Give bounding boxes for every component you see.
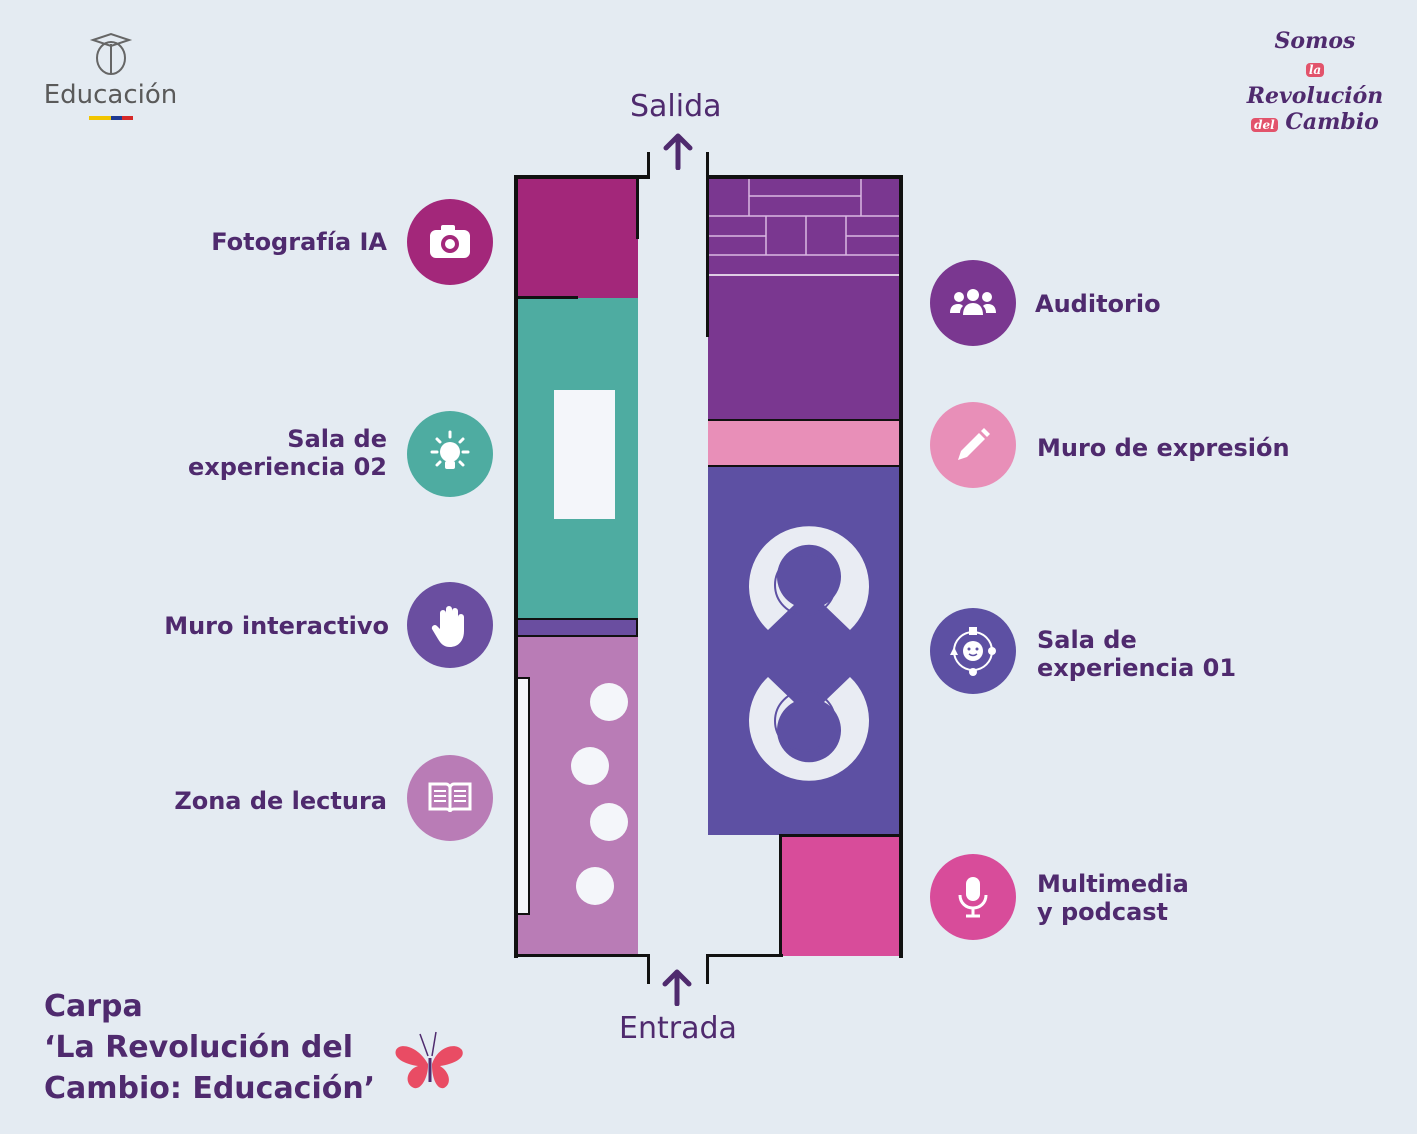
label-zona-lectura: Zona de lectura — [174, 787, 387, 815]
room-multimedia-podcast — [781, 835, 901, 956]
entrance-arrow-icon — [662, 969, 692, 1006]
label-auditorio: Auditorio — [1035, 290, 1161, 318]
room-sala-experiencia-02 — [516, 298, 638, 618]
label-muro-interactivo: Muro interactivo — [164, 612, 389, 640]
exit-label: Salida — [630, 89, 722, 124]
entrance-label: Entrada — [619, 1011, 737, 1046]
room-sala-experiencia-01 — [708, 467, 901, 835]
microphone-icon — [930, 854, 1016, 940]
room-muro-interactivo — [516, 618, 638, 637]
smiley-network-icon — [930, 608, 1016, 694]
butterfly-icon — [395, 1031, 463, 1089]
label-muro-expresion: Muro de expresión — [1037, 434, 1290, 462]
room-fotografia-ia — [516, 177, 638, 298]
people-icon — [930, 260, 1016, 346]
ministry-name: Educación — [43, 80, 178, 110]
label-fotografia-ia: Fotografía IA — [211, 228, 387, 256]
room-muro-expresion — [708, 419, 901, 467]
coat-of-arms-icon — [89, 32, 132, 75]
room-auditorio — [708, 177, 901, 419]
hand-icon — [407, 582, 493, 668]
book-icon — [407, 755, 493, 841]
exit-arrow-icon — [663, 133, 693, 170]
ministry-logo: Educación — [38, 30, 183, 120]
camera-icon — [407, 199, 493, 285]
lightbulb-icon — [407, 411, 493, 497]
pencil-icon — [930, 402, 1016, 488]
room-zona-lectura — [516, 637, 638, 956]
